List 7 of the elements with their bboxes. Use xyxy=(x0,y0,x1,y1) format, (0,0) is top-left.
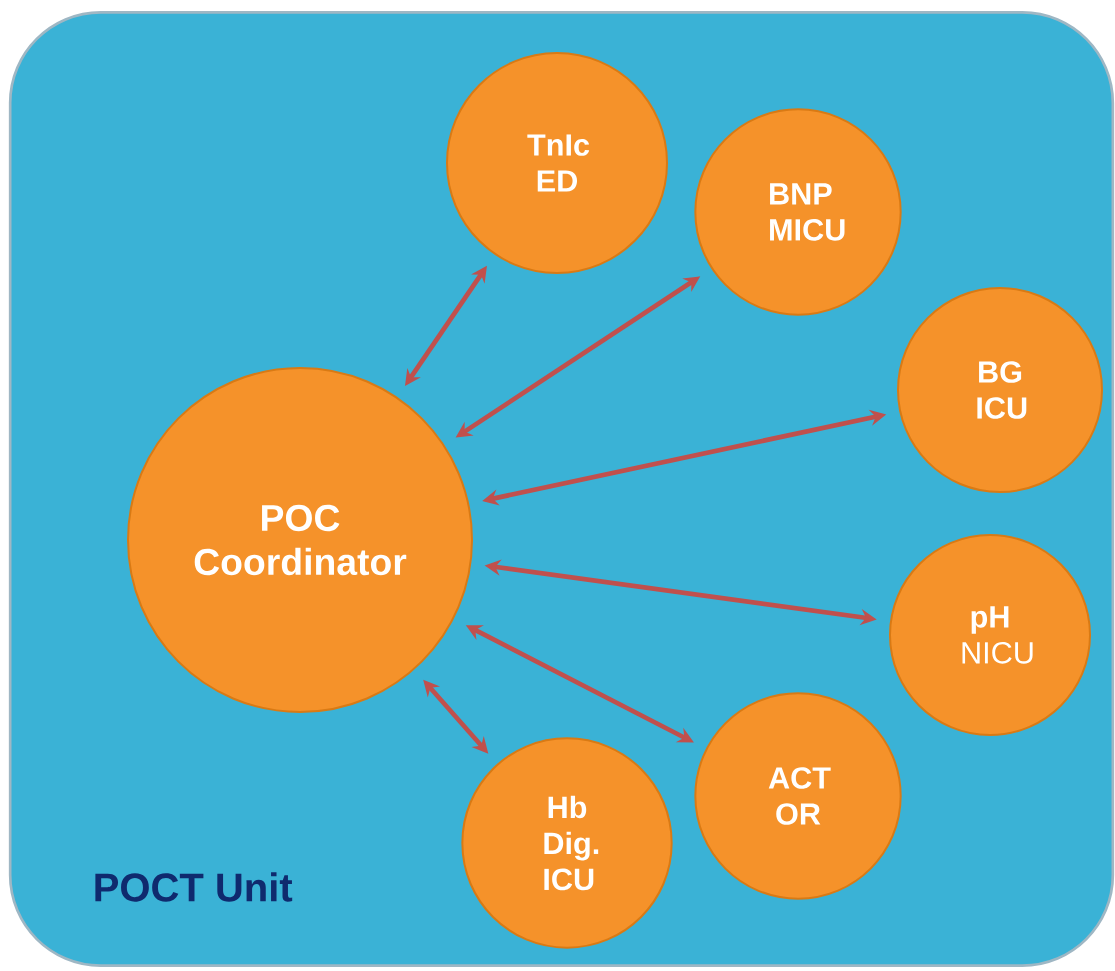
circle-node: TnIc ED xyxy=(446,52,668,274)
circle-node: Hb Dig. ICU xyxy=(461,737,673,949)
circle-node: BNP MICU xyxy=(694,108,902,316)
circle-node: pH NICU xyxy=(889,534,1091,736)
circle-node: ACT OR xyxy=(694,692,902,900)
circle-node: POC Coordinator xyxy=(127,367,473,713)
circle-node: BG ICU xyxy=(897,287,1103,493)
